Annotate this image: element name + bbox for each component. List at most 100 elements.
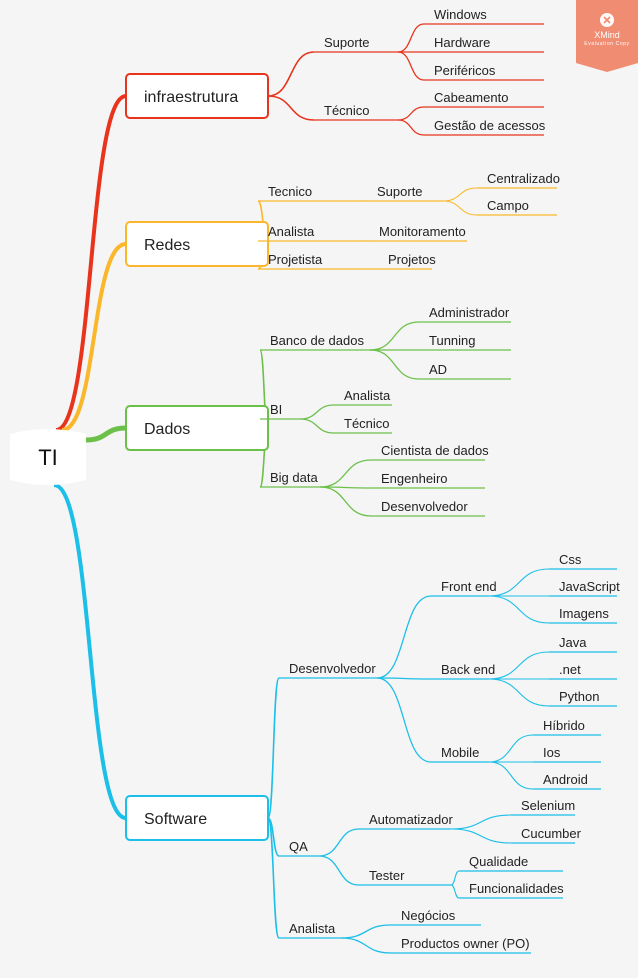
- leaf-label[interactable]: Funcionalidades: [469, 881, 564, 896]
- watermark-title: XMind: [594, 30, 620, 40]
- leaf-label[interactable]: Engenheiro: [381, 471, 448, 486]
- branch-node-dados[interactable]: [125, 405, 269, 451]
- root-shape: [10, 429, 86, 485]
- subtopic-label[interactable]: Técnico: [324, 103, 370, 118]
- branch-node-infraestrutura[interactable]: [125, 73, 269, 119]
- topic-label[interactable]: Projetos: [388, 252, 436, 267]
- leaf-label[interactable]: Cientista de dados: [381, 443, 489, 458]
- leaf-label[interactable]: Campo: [487, 198, 529, 213]
- connector-line: [450, 884, 460, 899]
- root-label: TI: [38, 445, 58, 470]
- topic-label[interactable]: Back end: [441, 662, 495, 677]
- leaf-label[interactable]: Gestão de acessos: [434, 118, 546, 133]
- connector-line: [267, 95, 315, 121]
- subtopic-label[interactable]: Analista: [268, 224, 315, 239]
- connector-line: [369, 321, 420, 351]
- branch-node-redes[interactable]: [125, 221, 269, 267]
- node-layer: infraestruturaSuporteWindowsHardwarePeri…: [10, 7, 620, 954]
- topic-label[interactable]: Front end: [441, 579, 497, 594]
- connector-line: [488, 678, 550, 707]
- subtopic-label[interactable]: QA: [289, 839, 308, 854]
- connector-line: [318, 828, 360, 857]
- connector-line: [318, 855, 360, 886]
- leaf-label[interactable]: Cabeamento: [434, 90, 508, 105]
- xmind-watermark: XMind Evaluation Copy: [576, 0, 638, 72]
- watermark-subtitle: Evaluation Copy: [584, 41, 629, 47]
- connector-line: [376, 677, 432, 763]
- connector-line: [488, 734, 534, 763]
- close-icon: [600, 13, 614, 27]
- leaf-label[interactable]: Periféricos: [434, 63, 496, 78]
- connector-line: [442, 187, 478, 202]
- branch-label: Software: [144, 811, 207, 828]
- subtopic-label[interactable]: Banco de dados: [270, 333, 364, 348]
- leaf-label[interactable]: Desenvolvedor: [381, 499, 468, 514]
- leaf-label[interactable]: JavaScript: [559, 579, 620, 594]
- connector-line: [397, 106, 425, 121]
- leaf-label[interactable]: Administrador: [429, 305, 510, 320]
- connector-line: [488, 651, 550, 680]
- leaf-label[interactable]: Css: [559, 552, 582, 567]
- branch-label: Dados: [144, 421, 190, 438]
- branch-node-software[interactable]: [125, 795, 269, 841]
- connector-line: [397, 51, 425, 81]
- topic-label[interactable]: Tester: [369, 868, 405, 883]
- connector-line: [299, 418, 335, 434]
- connector-line: [442, 200, 478, 216]
- leaf-label[interactable]: Analista: [344, 388, 391, 403]
- leaf-label[interactable]: Java: [559, 635, 587, 650]
- connector-line: [319, 486, 372, 517]
- connector-line: [340, 924, 392, 939]
- watermark-badge: [576, 0, 638, 72]
- leaf-label[interactable]: .net: [559, 662, 581, 677]
- topic-label[interactable]: Monitoramento: [379, 224, 466, 239]
- connector-line: [85, 425, 127, 443]
- connector-line: [53, 483, 127, 820]
- subtopic-label[interactable]: BI: [270, 402, 282, 417]
- subtopic-label[interactable]: Big data: [270, 470, 318, 485]
- topic-label[interactable]: Mobile: [441, 745, 479, 760]
- connector-line: [369, 349, 420, 380]
- leaf-label[interactable]: Selenium: [521, 798, 575, 813]
- leaf-label[interactable]: Ios: [543, 745, 561, 760]
- connector-line: [61, 242, 127, 432]
- connector-line: [488, 595, 550, 624]
- leaf-label[interactable]: Técnico: [344, 416, 390, 431]
- branch-label: infraestrutura: [144, 89, 238, 106]
- connector-line: [450, 870, 460, 886]
- leaf-label[interactable]: Imagens: [559, 606, 609, 621]
- leaf-label[interactable]: Windows: [434, 7, 487, 22]
- topic-label[interactable]: Negócios: [401, 908, 456, 923]
- branch-label: Redes: [144, 237, 190, 254]
- leaf-label[interactable]: Android: [543, 772, 588, 787]
- connector-line: [55, 94, 127, 432]
- topic-label[interactable]: Productos owner (PO): [401, 936, 530, 951]
- leaf-label[interactable]: Híbrido: [543, 718, 585, 733]
- subtopic-label[interactable]: Tecnico: [268, 184, 312, 199]
- connector-line: [450, 828, 512, 844]
- connector-line: [488, 568, 550, 597]
- leaf-label[interactable]: Hardware: [434, 35, 490, 50]
- leaf-label[interactable]: Centralizado: [487, 171, 560, 186]
- connector-line: [488, 761, 534, 790]
- connector-line: [267, 677, 280, 819]
- leaf-label[interactable]: Cucumber: [521, 826, 582, 841]
- leaf-label[interactable]: AD: [429, 362, 447, 377]
- connector-line: [397, 23, 425, 53]
- subtopic-label[interactable]: Desenvolvedor: [289, 661, 376, 676]
- topic-label[interactable]: Automatizador: [369, 812, 453, 827]
- topic-label[interactable]: Suporte: [377, 184, 423, 199]
- leaf-label[interactable]: Qualidade: [469, 854, 528, 869]
- connector-line: [267, 817, 280, 939]
- connector-line: [340, 937, 392, 954]
- root-node[interactable]: TI: [10, 429, 86, 485]
- subtopic-label[interactable]: Analista: [289, 921, 336, 936]
- connector-line: [376, 595, 432, 679]
- connector-line: [299, 404, 335, 420]
- leaf-label[interactable]: Python: [559, 689, 599, 704]
- connector-line: [450, 814, 512, 830]
- subtopic-label[interactable]: Suporte: [324, 35, 370, 50]
- leaf-label[interactable]: Tunning: [429, 333, 476, 348]
- subtopic-label[interactable]: Projetista: [268, 252, 323, 267]
- connector-line: [267, 51, 315, 97]
